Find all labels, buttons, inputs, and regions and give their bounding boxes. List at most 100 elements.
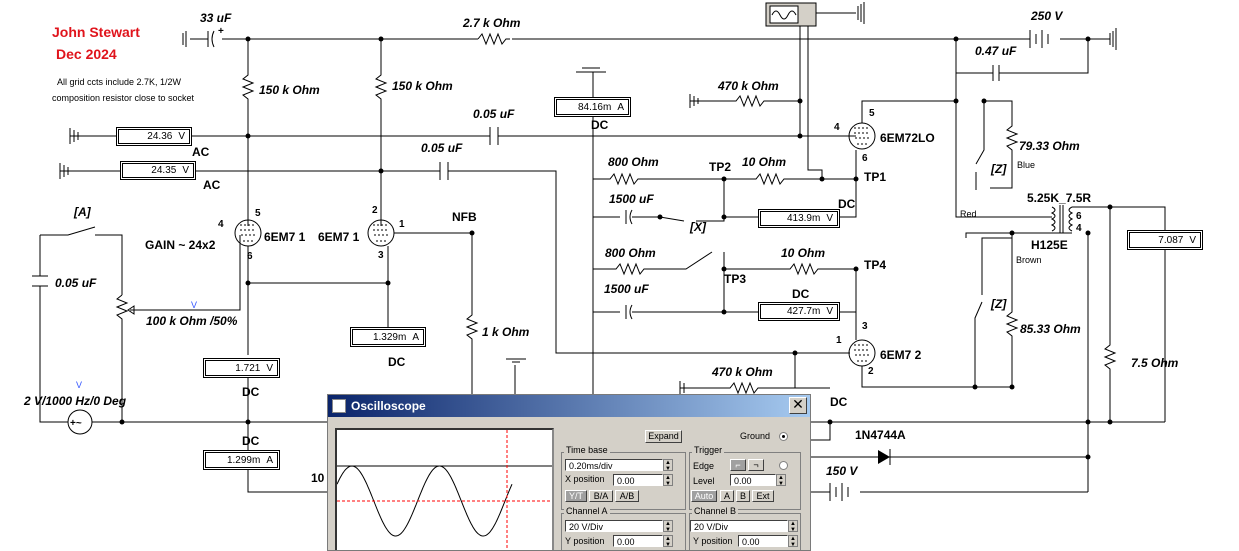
ac-source xyxy=(67,409,93,435)
pin-label: 1 xyxy=(836,335,842,346)
pin-label: 6 xyxy=(1076,211,1082,222)
xpos-field[interactable]: 0.00 xyxy=(613,474,663,486)
pin-label: 5 xyxy=(869,108,875,119)
channel-a-ypos-spinner[interactable]: ▲▼ xyxy=(663,535,673,548)
timebase-field[interactable]: 0.20ms/div xyxy=(565,459,663,471)
channel-b-ypos-field[interactable]: 0.00 xyxy=(738,535,788,547)
trigger-a-button[interactable]: A xyxy=(720,490,734,502)
meter-unit: A xyxy=(617,101,624,113)
oscilloscope-titlebar[interactable]: Oscilloscope xyxy=(328,395,810,417)
cap-1500a-label: 1500 uF xyxy=(609,192,654,206)
tube-output-2 xyxy=(848,339,876,367)
yt-button[interactable]: Y/T xyxy=(565,490,587,502)
channel-b-ypos-spinner[interactable]: ▲▼ xyxy=(788,535,798,548)
meter-value: 427.7m xyxy=(786,306,821,317)
switch-z2 xyxy=(974,237,1012,387)
nfb-label: NFB xyxy=(452,210,477,224)
channel-b-label: Channel B xyxy=(692,506,739,516)
bottom-rail xyxy=(810,421,1165,493)
pin-label: 6 xyxy=(862,153,868,164)
falling-edge-button[interactable]: ¬ xyxy=(748,459,764,471)
level-spinner[interactable]: ▲▼ xyxy=(776,474,786,487)
channel-b-group xyxy=(689,513,801,550)
partial-10-label: 10 xyxy=(311,471,325,485)
trigger-ext-button[interactable]: Ext xyxy=(752,490,774,502)
oscilloscope-title: Oscilloscope xyxy=(351,399,426,413)
resistor-800a-label: 800 Ohm xyxy=(608,155,659,169)
ground-radio[interactable] xyxy=(779,432,788,441)
resistor-7933-label: 79.33 Ohm xyxy=(1019,139,1080,153)
meter-unit: A xyxy=(412,331,419,343)
tp4-label: TP4 xyxy=(864,258,886,272)
pot-wiper xyxy=(127,305,135,315)
meter-unit: V xyxy=(826,306,833,317)
zener-label: 1N4744A xyxy=(855,428,906,442)
cap-005-c xyxy=(32,275,48,287)
voltmeter-24-36[interactable]: 24.36 V xyxy=(116,127,192,146)
oscilloscope-window: Oscilloscope ✕ Expand Ground Time base 0… xyxy=(327,394,811,551)
channel-b-ypos-label: Y position xyxy=(693,536,733,546)
switch-x-label: [X] xyxy=(689,220,707,234)
level-field[interactable]: 0.00 xyxy=(730,474,776,486)
xpos-spinner[interactable]: ▲▼ xyxy=(663,474,673,487)
cap-005-a xyxy=(489,127,499,145)
pot-mark: V xyxy=(191,300,197,310)
transformer xyxy=(1050,205,1074,233)
rising-edge-button[interactable]: ⌐ xyxy=(730,459,746,471)
battery-250v xyxy=(1029,30,1049,48)
pin-label: 4 xyxy=(218,219,224,230)
pin-label: 4 xyxy=(1076,223,1082,234)
resistor-8533-label: 85.33 Ohm xyxy=(1020,322,1081,336)
resistor-2k7-label: 2.7 k Ohm xyxy=(462,16,521,30)
meter2-mode: AC xyxy=(203,178,221,192)
xfmr-model-label: H125E xyxy=(1031,238,1068,252)
window-icon xyxy=(332,399,346,413)
channel-a-ypos-field[interactable]: 0.00 xyxy=(613,535,663,547)
pin-label: 1 xyxy=(399,219,405,230)
trigger-auto-button[interactable]: Auto xyxy=(691,490,717,502)
wire-brown-label: Brown xyxy=(1016,255,1042,265)
channel-b-scale-field[interactable]: 20 V/Div xyxy=(690,520,788,532)
channel-a-label: Channel A xyxy=(564,506,610,516)
edge-radio[interactable] xyxy=(779,461,788,470)
resistor-7933 xyxy=(984,100,1019,189)
channel-a-spinner[interactable]: ▲▼ xyxy=(663,520,673,533)
channel-b-spinner[interactable]: ▲▼ xyxy=(788,520,798,533)
meter-value: 24.36 xyxy=(147,131,173,142)
trigger-group xyxy=(689,452,801,510)
cap-1500-b xyxy=(593,304,856,320)
scope-trace-area xyxy=(336,430,552,550)
close-icon[interactable]: ✕ xyxy=(789,397,807,414)
ab-button[interactable]: A/B xyxy=(615,490,639,502)
xfmr-wires xyxy=(965,206,1166,422)
resistor-75-label: 7.5 Ohm xyxy=(1131,356,1179,370)
resistor-800b-label: 800 Ohm xyxy=(605,246,656,260)
ground-label: Ground xyxy=(740,431,771,441)
meter-1721-mode: DC xyxy=(242,385,260,399)
resistor-470k-a xyxy=(689,94,800,108)
resistor-470k-b xyxy=(679,381,830,395)
meter-unit: V xyxy=(182,165,189,176)
tp3-label: TP3 xyxy=(724,272,746,286)
input-switch-wire xyxy=(39,226,330,423)
voltmeter-427-7[interactable]: 427.7m V xyxy=(758,302,840,321)
resistor-2k7 xyxy=(477,32,510,46)
meter-unit: V xyxy=(178,131,185,142)
ba-button[interactable]: B/A xyxy=(589,490,613,502)
timebase-group xyxy=(561,452,686,510)
trigger-b-button[interactable]: B xyxy=(736,490,750,502)
channel-a-scale-field[interactable]: 20 V/Div xyxy=(565,520,663,532)
timebase-spinner[interactable]: ▲▼ xyxy=(663,459,673,472)
resistor-10b-label: 10 Ohm xyxy=(781,246,825,260)
top-rail-wire xyxy=(182,30,1110,48)
cap-1500b-label: 1500 uF xyxy=(604,282,649,296)
expand-button[interactable]: Expand xyxy=(645,430,682,443)
xfmr-label: 5.25K_7.5R xyxy=(1027,191,1091,205)
